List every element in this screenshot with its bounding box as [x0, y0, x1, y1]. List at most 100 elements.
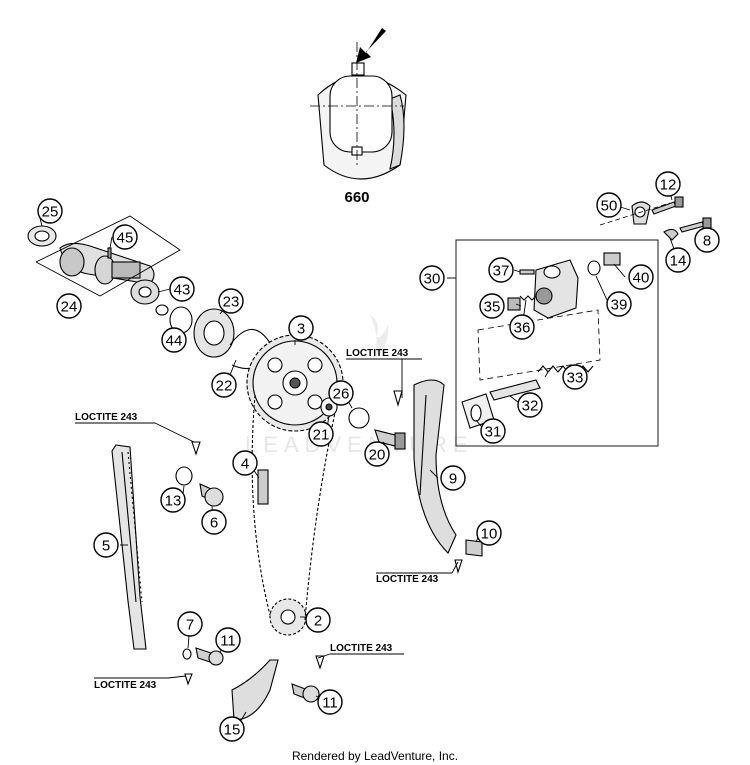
callout-11: 11 — [215, 627, 241, 653]
callout-number: 24 — [61, 299, 78, 316]
callout-24: 24 — [56, 293, 82, 319]
callout-30: 30 — [419, 265, 445, 291]
footer-credit: Rendered by LeadVenture, Inc. — [292, 749, 458, 763]
callout-number: 45 — [117, 230, 134, 247]
loctite-label: LOCTITE 243 — [94, 680, 157, 691]
callout-circle — [655, 171, 681, 197]
callout-23: 23 — [218, 288, 244, 314]
callout-circle — [169, 276, 195, 302]
callout-number: 36 — [514, 320, 531, 337]
callout-number: 12 — [660, 177, 677, 194]
callout-circle — [215, 627, 241, 653]
callout-number: 3 — [297, 321, 305, 338]
callout-circle — [219, 716, 245, 742]
callout-8: 8 — [694, 227, 720, 253]
detail-label: 660 — [344, 189, 369, 206]
callout-number: 33 — [567, 370, 584, 387]
callout-32: 32 — [517, 392, 543, 418]
callout-33: 33 — [562, 364, 588, 390]
callout-number: 15 — [224, 722, 241, 739]
callout-21: 21 — [308, 421, 334, 447]
pointer-arrow-icon — [356, 28, 386, 63]
callout-44: 44 — [161, 327, 187, 353]
callout-circle — [364, 441, 390, 467]
loctite-label: LOCTITE 243 — [75, 412, 138, 423]
callout-13: 13 — [160, 487, 186, 513]
callout-circle — [211, 372, 237, 398]
callout-number: 44 — [166, 333, 183, 350]
callout-35: 35 — [479, 293, 505, 319]
timing-gears — [246, 334, 344, 636]
tensioner-assembly — [455, 239, 659, 447]
loctite-label: LOCTITE 243 — [330, 643, 393, 654]
lower-guide-group — [182, 647, 325, 721]
callout-circle — [509, 314, 535, 340]
callout-number: 25 — [42, 204, 59, 221]
callout-number: 6 — [210, 515, 218, 532]
callout-circle — [517, 392, 543, 418]
callout-circle — [480, 418, 506, 444]
callout-number: 9 — [449, 471, 457, 488]
callout-11: 11 — [317, 689, 343, 715]
callout-number: 22 — [216, 378, 233, 395]
callout-circle — [606, 291, 632, 317]
callout-number: 50 — [601, 198, 618, 215]
callout-circle — [328, 380, 354, 406]
callout-22: 22 — [211, 372, 237, 398]
callout-number: 11 — [322, 695, 338, 712]
callout-4: 4 — [232, 450, 258, 476]
callout-circle — [665, 247, 691, 273]
callout-circle — [161, 327, 187, 353]
bolt-washer-group — [320, 390, 406, 450]
callout-circle — [479, 293, 505, 319]
callout-2: 2 — [305, 607, 331, 633]
callout-number: 4 — [241, 456, 249, 473]
callout-circle — [93, 532, 119, 558]
tensioner-bolts — [599, 196, 712, 241]
callout-number: 35 — [484, 299, 501, 316]
watermark-text: LEADVENTURE — [245, 432, 474, 457]
callout-circle — [694, 227, 720, 253]
loctite-label: LOCTITE 243 — [376, 574, 439, 585]
callout-number: 40 — [633, 270, 650, 287]
callout-9: 9 — [440, 465, 466, 491]
callout-number: 43 — [174, 282, 191, 299]
callout-31: 31 — [480, 418, 506, 444]
callout-40: 40 — [628, 264, 654, 290]
callout-number: 32 — [522, 398, 539, 415]
callout-number: 31 — [485, 424, 502, 441]
callout-50: 50 — [596, 192, 622, 218]
callout-number: 20 — [369, 447, 386, 464]
callout-circle — [488, 257, 514, 283]
callout-number: 8 — [703, 233, 711, 250]
callout-number: 13 — [165, 493, 182, 510]
callout-45: 45 — [112, 224, 138, 250]
callout-circle — [160, 487, 186, 513]
chain-guide-rail — [111, 444, 147, 650]
callout-20: 20 — [364, 441, 390, 467]
callout-number: 30 — [424, 271, 441, 288]
callout-circle — [37, 198, 63, 224]
callout-number: 14 — [670, 253, 687, 270]
callouts: 2345678910111112131415202122232425263031… — [37, 171, 720, 742]
loctite-labels: LOCTITE 243 LOCTITE 243 LOCTITE 243 LOCT… — [75, 348, 459, 691]
callout-number: 10 — [481, 526, 498, 543]
callout-43: 43 — [169, 276, 195, 302]
callout-circle — [476, 520, 502, 546]
callout-circle — [440, 465, 466, 491]
camshaft-assembly — [27, 215, 271, 370]
callout-10: 10 — [476, 520, 502, 546]
callout-number: 2 — [314, 613, 322, 630]
callout-circle — [56, 293, 82, 319]
callout-number: 7 — [186, 617, 194, 634]
callout-number: 21 — [313, 427, 330, 444]
callout-circle — [317, 689, 343, 715]
callout-7: 7 — [177, 611, 203, 637]
callout-number: 11 — [220, 633, 236, 650]
tensioner-rail — [413, 379, 483, 574]
detail-view-660: 660 — [310, 28, 407, 206]
callout-circle — [112, 224, 138, 250]
callout-circle — [288, 315, 314, 341]
callout-circle — [596, 192, 622, 218]
